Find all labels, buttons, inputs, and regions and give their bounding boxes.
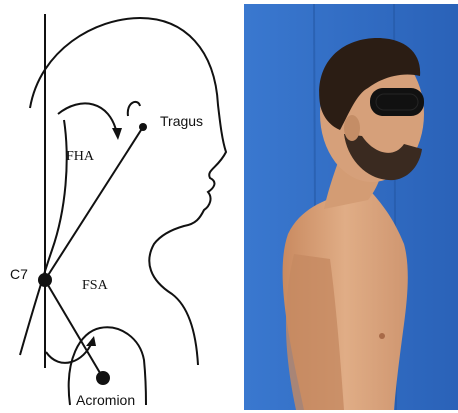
chest-detail bbox=[379, 333, 385, 339]
tragus-point bbox=[139, 123, 147, 131]
privacy-mask bbox=[370, 88, 424, 116]
fsa-angle-arrow bbox=[46, 342, 92, 363]
head-neck-outline bbox=[30, 18, 226, 365]
ear-outline bbox=[128, 102, 140, 116]
acromion-point bbox=[96, 371, 110, 385]
posture-photo bbox=[244, 4, 458, 410]
posture-diagram: Tragus FHA C7 FSA Acromion bbox=[0, 0, 243, 413]
fha-angle-arrow bbox=[58, 103, 117, 134]
fha-label: FHA bbox=[66, 149, 95, 164]
fsa-label: FSA bbox=[82, 278, 109, 293]
ear bbox=[344, 115, 360, 141]
back-outline bbox=[20, 120, 67, 355]
c7-point bbox=[38, 273, 52, 287]
c7-label: C7 bbox=[10, 266, 28, 282]
acromion-label: Acromion bbox=[76, 392, 135, 408]
fsa-arrowhead-icon bbox=[86, 336, 96, 346]
tragus-label: Tragus bbox=[160, 113, 203, 129]
fha-arrowhead-icon bbox=[112, 128, 122, 140]
